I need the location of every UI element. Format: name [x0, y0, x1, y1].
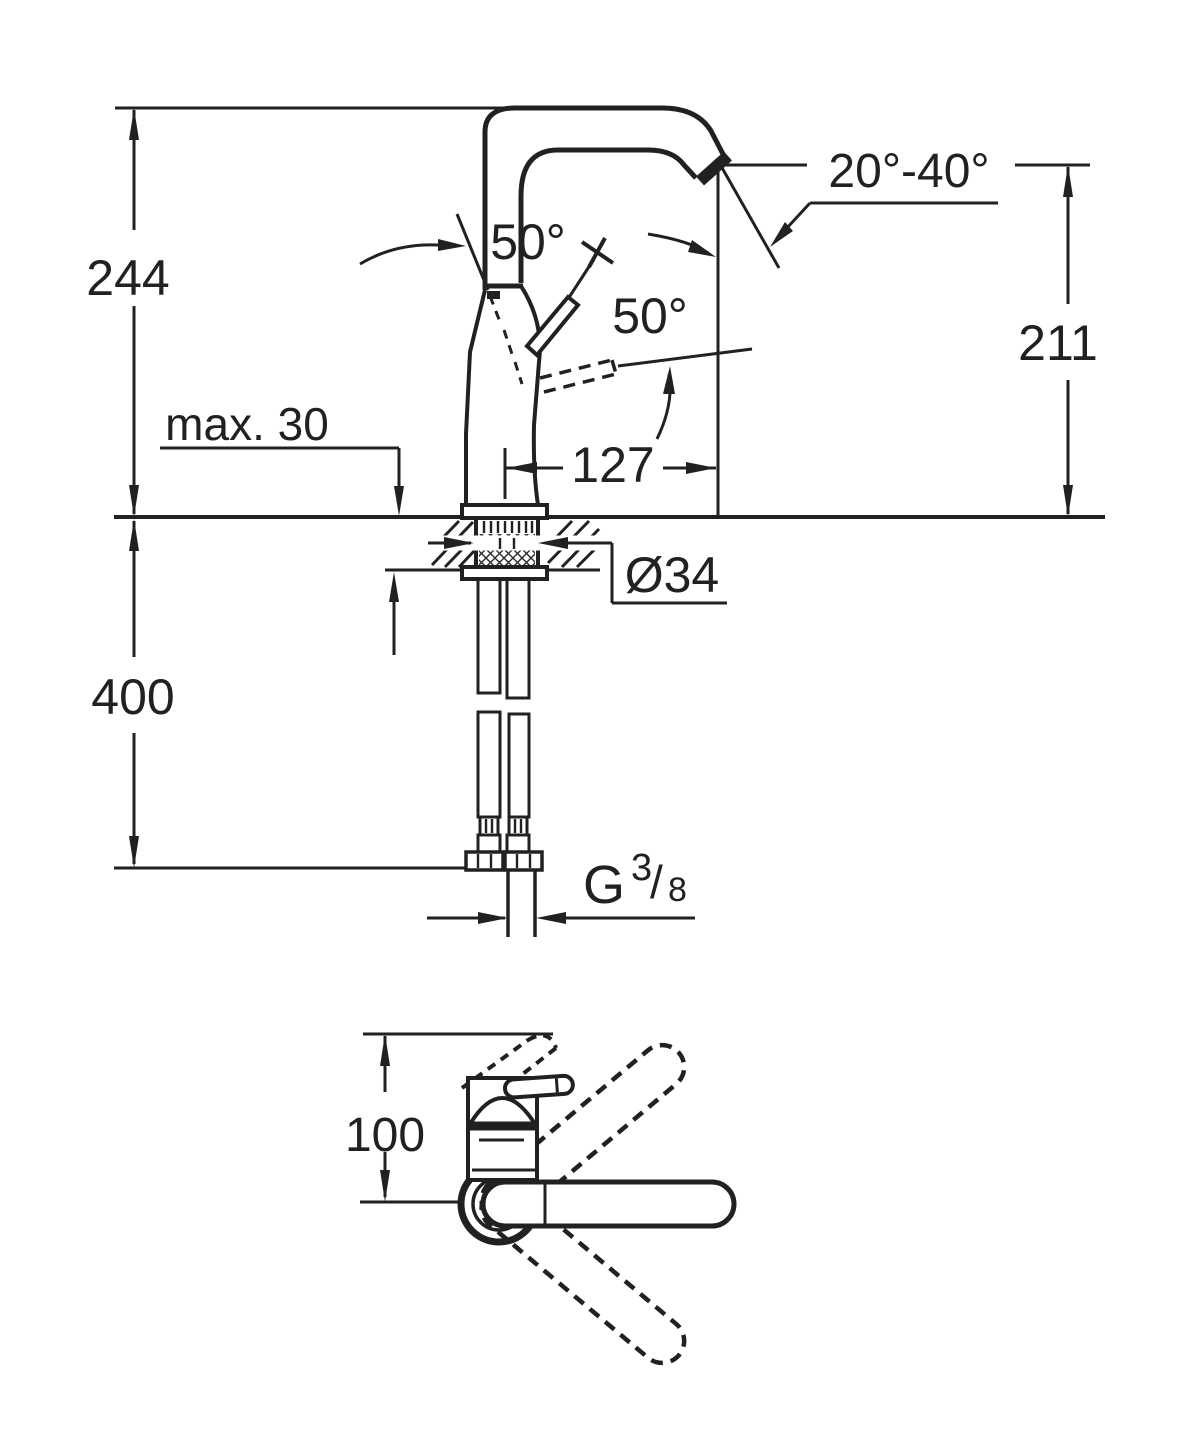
thread-denominator-label: 8 — [668, 871, 687, 909]
handle-lever-horizontal-hidden — [539, 358, 618, 394]
faucet-body-outline — [460, 105, 732, 520]
dimension-max-deck-thickness: max. 30 — [160, 398, 404, 655]
dimension-hole-diameter: Ø34 — [428, 537, 727, 605]
dimension-spout-tilt-range: 20°-40° — [719, 145, 998, 269]
top-view-height-label: 100 — [345, 1109, 425, 1162]
dimension-top-view-height: 100 — [345, 1032, 553, 1204]
dimension-thread-size: G 3 / 8 — [427, 847, 695, 924]
handle-lever-raised — [524, 294, 581, 358]
overall-height-label: 244 — [86, 250, 169, 306]
dimension-hose-length: 400 — [91, 519, 470, 870]
outlet-height-label: 211 — [1018, 315, 1098, 371]
mounting-washer — [460, 565, 549, 581]
cartridge-dome-arc — [468, 1096, 537, 1126]
thread-g-label: G — [583, 855, 625, 915]
side-view: 244 max. 30 400 211 — [86, 105, 1105, 937]
connection-nut-left — [464, 850, 505, 872]
lever-pin-plan — [502, 1073, 575, 1100]
internal-waterway-hidden-line — [488, 295, 524, 385]
dimension-overall-height: 244 — [86, 108, 170, 517]
spout-tilt-range-label: 20°-40° — [828, 145, 989, 198]
top-view: 100 — [345, 1032, 737, 1366]
shank-threads — [482, 521, 534, 533]
connection-nut-right — [503, 850, 544, 872]
supply-hoses — [476, 577, 531, 819]
body-left-edge — [464, 289, 487, 505]
max-deck-thickness-label: max. 30 — [165, 398, 329, 450]
handle-angle-label: 50° — [490, 214, 566, 270]
spout-tilt-line — [719, 165, 781, 269]
spout-projection-label: 127 — [571, 437, 654, 493]
thread-slash-label: / — [650, 856, 663, 908]
spout-plan-outline — [480, 1179, 737, 1229]
spout-outlet-face — [696, 151, 732, 186]
body-right-edge — [519, 284, 542, 506]
hose-fittings — [464, 815, 544, 872]
spout-inner-edge — [518, 147, 698, 283]
handle-open-angle-label: 50° — [612, 288, 688, 344]
cap-detail — [487, 291, 500, 299]
thread-numerator-label: 3 — [631, 847, 652, 889]
dimension-outlet-height: 211 — [1015, 163, 1098, 517]
dimension-spout-projection: 127 — [503, 437, 716, 499]
hose-length-label: 400 — [91, 669, 174, 725]
spout-outer-edge — [482, 105, 728, 290]
hole-diameter-label: Ø34 — [625, 547, 720, 603]
dimension-handle-angle: 50° — [359, 213, 716, 300]
base-flange — [460, 503, 549, 520]
under-counter-assembly — [385, 519, 613, 937]
dimension-handle-open-angle: 50° — [612, 288, 753, 440]
